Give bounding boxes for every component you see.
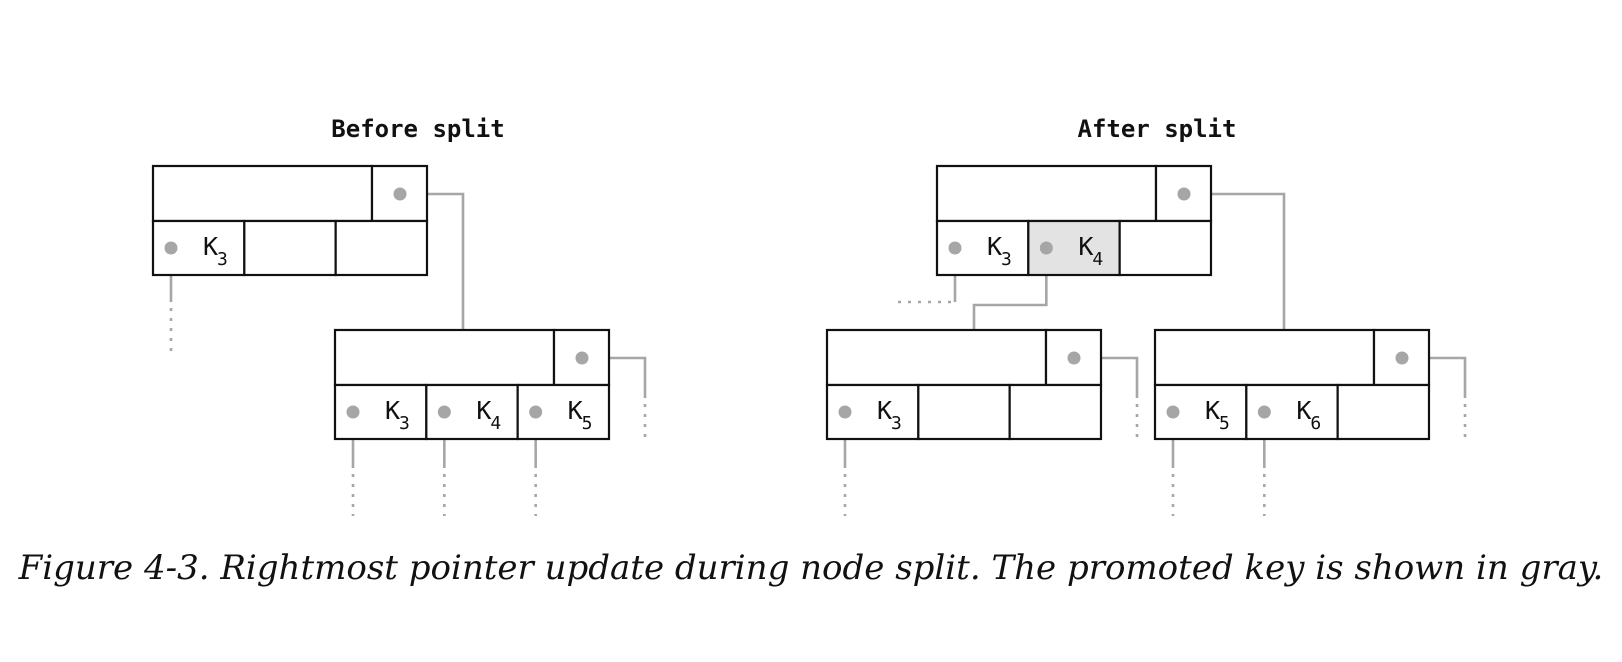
key-label: K [568, 396, 583, 425]
key-label: K [987, 232, 1002, 261]
before-split-title: Before split [331, 115, 504, 143]
key-label: K [385, 396, 400, 425]
key-subscript: 3 [399, 413, 410, 434]
key-subscript: 3 [891, 413, 902, 434]
rightmost-pointer-dot [393, 187, 407, 201]
key-cell [243, 219, 337, 277]
rightmost-pointer-dot [575, 351, 589, 365]
key-subscript: 3 [1001, 249, 1012, 270]
node-header [333, 328, 556, 387]
key-cell [917, 383, 1011, 441]
node-header [151, 164, 374, 223]
rightmost-pointer-line [1184, 192, 1286, 330]
key-pointer-dot [1039, 241, 1053, 255]
rightmost-pointer-dot [1395, 351, 1409, 365]
key-cell [151, 219, 246, 277]
key-cell [1336, 383, 1431, 441]
node-header [935, 164, 1158, 223]
node-before_parent: K3 [151, 164, 429, 277]
figure-caption: Figure 4-3. Rightmost pointer update dur… [18, 548, 1604, 588]
key-label: K [1205, 396, 1220, 425]
key-subscript: 4 [1092, 249, 1103, 270]
node-header [825, 328, 1048, 387]
key-pointer-dot [529, 405, 543, 419]
key-subscript: 3 [217, 249, 228, 270]
node-header [1153, 328, 1376, 387]
key-subscript: 4 [490, 413, 501, 434]
after-split-title: After split [1078, 115, 1237, 143]
key-label: K [877, 396, 892, 425]
key-pointer-dot [1257, 405, 1271, 419]
key-label: K [203, 232, 218, 261]
key-cell [334, 219, 429, 277]
key-pointer-dot [164, 241, 178, 255]
key-subscript: 6 [1310, 413, 1321, 434]
key-cell [425, 383, 519, 441]
key-pointer-dot [346, 405, 360, 419]
promoted-key-pointer-line [972, 248, 1048, 330]
key-pointer-dot [948, 241, 962, 255]
key-pointer-dot [437, 405, 451, 419]
key-label: K [1296, 396, 1311, 425]
key-label: K [476, 396, 491, 425]
node-after_left: K3 [825, 328, 1103, 441]
rightmost-pointer-dot [1177, 187, 1191, 201]
key-subscript: 5 [1219, 413, 1230, 434]
rightmost-pointer-dot [1067, 351, 1081, 365]
rightmost-pointer-cell [1044, 328, 1103, 387]
key-subscript: 5 [582, 413, 593, 434]
key-label: K [1078, 232, 1093, 261]
key-cell [1008, 383, 1103, 441]
key-pointer-dot [838, 405, 852, 419]
key-pointer-dot [1166, 405, 1180, 419]
key-cell [1118, 219, 1213, 277]
